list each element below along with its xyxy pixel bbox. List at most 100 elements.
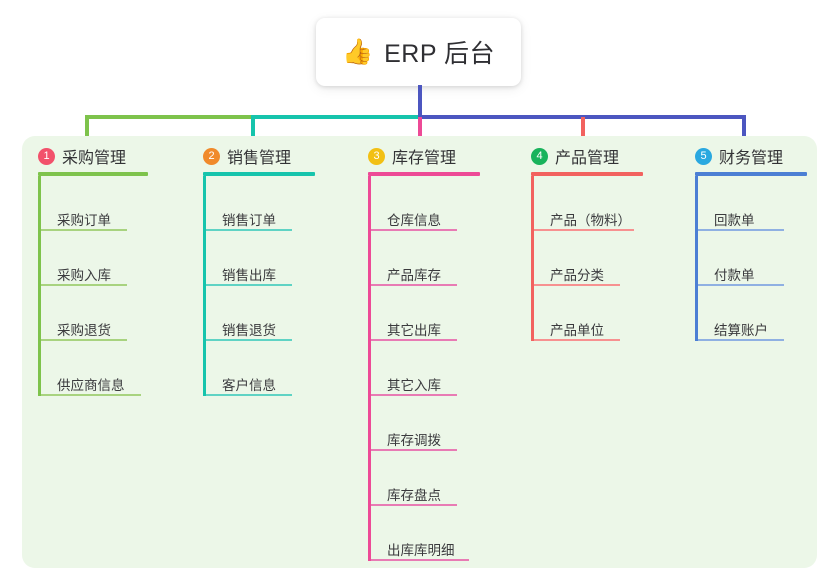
branch-drop-1 (85, 117, 89, 147)
root-node-inner: 👍 ERP 后台 (342, 34, 495, 70)
item-underline (206, 284, 292, 286)
item-label: 产品库存 (387, 267, 441, 283)
modules-panel (22, 136, 817, 568)
list-item[interactable]: 其它出库 (368, 286, 480, 341)
item-label: 客户信息 (222, 377, 276, 393)
list-item[interactable]: 销售退货 (203, 286, 315, 341)
item-underline (371, 284, 457, 286)
branch-title-4: 产品管理 (555, 150, 620, 167)
list-item[interactable]: 销售出库 (203, 231, 315, 286)
branch-drop-2 (251, 117, 255, 147)
branch-drop-5 (742, 117, 746, 147)
branch-header-5[interactable]: 5 财务管理 (695, 144, 807, 168)
item-label: 其它入库 (387, 377, 441, 393)
branch-items-5: 回款单 付款单 结算账户 (695, 176, 807, 341)
branch-rule-2 (203, 172, 315, 176)
item-label: 付款单 (714, 267, 755, 283)
branch-column-sales: 2 销售管理 销售订单 销售出库 销售退货 客户信息 (203, 144, 315, 396)
item-label: 库存盘点 (387, 487, 441, 503)
item-underline (41, 284, 127, 286)
root-connector-line (418, 85, 422, 118)
item-underline (371, 229, 457, 231)
bus-segment-purchase (85, 115, 253, 119)
root-node-title: ERP 后台 (384, 40, 496, 68)
branch-badge-5: 5 (695, 147, 712, 165)
list-item[interactable]: 产品库存 (368, 231, 480, 286)
branch-title-1: 采购管理 (62, 150, 127, 167)
item-underline (206, 229, 292, 231)
item-underline (371, 394, 457, 396)
item-underline (534, 339, 620, 341)
item-underline (698, 284, 784, 286)
list-item[interactable]: 供应商信息 (38, 341, 148, 396)
branch-title-2: 销售管理 (227, 150, 292, 167)
branch-header-3[interactable]: 3 库存管理 (368, 144, 480, 168)
branch-column-product: 4 产品管理 产品（物料） 产品分类 产品单位 (531, 144, 643, 341)
list-item[interactable]: 产品（物料） (531, 176, 643, 231)
item-underline (371, 449, 457, 451)
item-label: 库存调拨 (387, 432, 441, 448)
list-item[interactable]: 库存调拨 (368, 396, 480, 451)
branch-header-2[interactable]: 2 销售管理 (203, 144, 315, 168)
list-item[interactable]: 客户信息 (203, 341, 315, 396)
root-node-card[interactable]: 👍 ERP 后台 (316, 18, 521, 86)
item-label: 回款单 (714, 212, 755, 228)
item-label: 结算账户 (714, 322, 768, 338)
item-underline (371, 504, 457, 506)
branch-column-finance: 5 财务管理 回款单 付款单 结算账户 (695, 144, 807, 341)
list-item[interactable]: 销售订单 (203, 176, 315, 231)
item-label: 产品（物料） (550, 212, 631, 228)
item-underline (206, 394, 292, 396)
thumbs-up-icon: 👍 (341, 37, 374, 66)
branch-rule-1 (38, 172, 148, 176)
branch-items-1: 采购订单 采购入库 采购退货 供应商信息 (38, 176, 148, 396)
list-item[interactable]: 结算账户 (695, 286, 807, 341)
item-underline (534, 229, 634, 231)
item-label: 采购订单 (57, 212, 111, 228)
item-underline (371, 339, 457, 341)
branch-title-3: 库存管理 (392, 150, 457, 167)
branch-badge-1: 1 (38, 147, 55, 165)
list-item[interactable]: 仓库信息 (368, 176, 480, 231)
item-label: 出库库明细 (387, 542, 455, 558)
list-item[interactable]: 库存盘点 (368, 451, 480, 506)
item-underline (41, 394, 141, 396)
item-underline (371, 559, 469, 561)
branch-drop-4 (581, 117, 585, 147)
branch-rule-5 (695, 172, 807, 176)
branch-column-inventory: 3 库存管理 仓库信息 产品库存 其它出库 其它入库 库存调拨 (368, 144, 480, 561)
item-label: 销售出库 (222, 267, 276, 283)
branch-rule-4 (531, 172, 643, 176)
list-item[interactable]: 产品分类 (531, 231, 643, 286)
item-label: 采购入库 (57, 267, 111, 283)
branch-items-4: 产品（物料） 产品分类 产品单位 (531, 176, 643, 341)
item-underline (41, 339, 127, 341)
item-label: 销售订单 (222, 212, 276, 228)
item-label: 产品分类 (550, 267, 604, 283)
branch-drop-3 (418, 117, 422, 147)
item-underline (698, 229, 784, 231)
item-label: 其它出库 (387, 322, 441, 338)
item-underline (41, 229, 127, 231)
item-underline (534, 284, 620, 286)
list-item[interactable]: 付款单 (695, 231, 807, 286)
list-item[interactable]: 其它入库 (368, 341, 480, 396)
branch-header-1[interactable]: 1 采购管理 (38, 144, 148, 168)
list-item[interactable]: 采购退货 (38, 286, 148, 341)
branch-items-3: 仓库信息 产品库存 其它出库 其它入库 库存调拨 库存盘点 (368, 176, 480, 561)
list-item[interactable]: 出库库明细 (368, 506, 480, 561)
item-label: 销售退货 (222, 322, 276, 338)
branch-title-5: 财务管理 (719, 150, 784, 167)
list-item[interactable]: 采购入库 (38, 231, 148, 286)
branch-rule-3 (368, 172, 480, 176)
branch-badge-2: 2 (203, 147, 220, 165)
item-label: 供应商信息 (57, 377, 125, 393)
branch-header-4[interactable]: 4 产品管理 (531, 144, 643, 168)
list-item[interactable]: 采购订单 (38, 176, 148, 231)
item-label: 产品单位 (550, 322, 604, 338)
item-underline (698, 339, 784, 341)
list-item[interactable]: 回款单 (695, 176, 807, 231)
list-item[interactable]: 产品单位 (531, 286, 643, 341)
branch-column-purchase: 1 采购管理 采购订单 采购入库 采购退货 供应商信息 (38, 144, 148, 396)
